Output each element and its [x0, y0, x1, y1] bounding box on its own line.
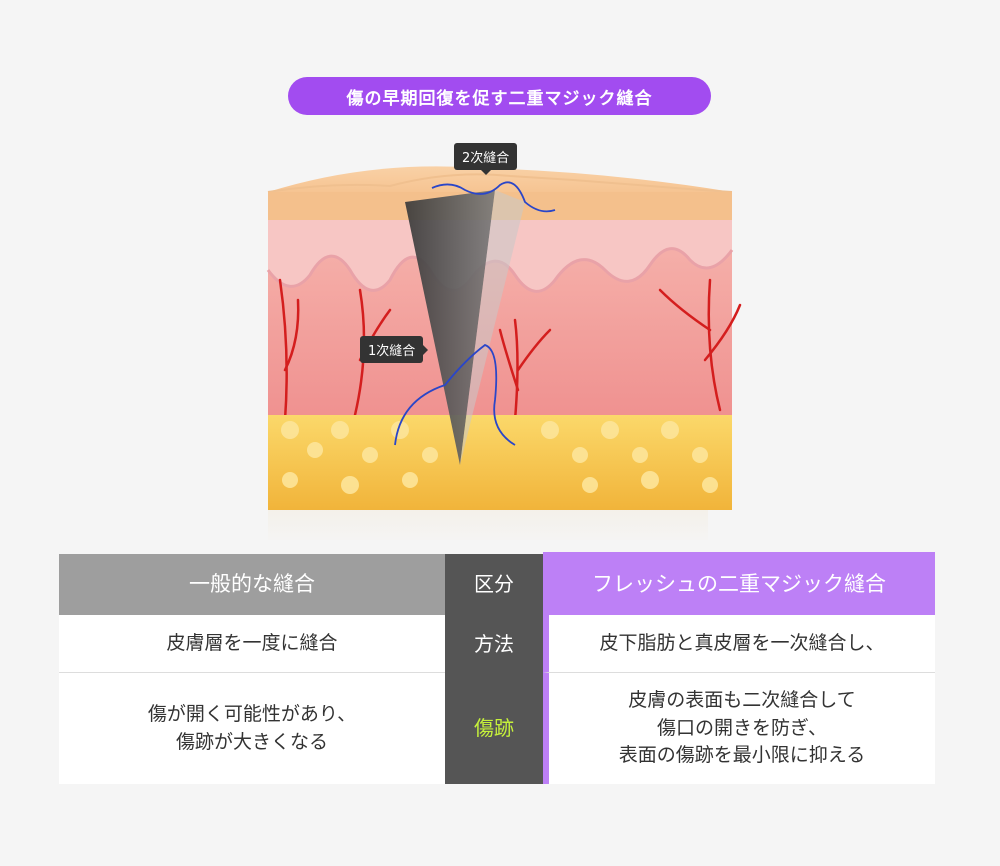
primary-suture-text: 1次縫合	[368, 344, 416, 359]
table-row-scar: 傷が開く可能性があり、 傷跡が大きくなる 傷跡 皮膚の表面も二次縫合して 傷口の…	[59, 673, 935, 784]
primary-suture-label: 1次縫合	[360, 336, 429, 363]
header-general-suture: 一般的な縫合	[59, 554, 445, 615]
scar-magic: 皮膚の表面も二次縫合して 傷口の開きを防ぎ、 表面の傷跡を最小限に抑える	[543, 673, 935, 784]
header-category: 区分	[445, 554, 543, 615]
header-magic-suture: フレッシュの二重マジック縫合	[543, 554, 935, 615]
method-magic: 皮下脂肪と真皮層を一次縫合し、	[543, 615, 935, 673]
scar-general: 傷が開く可能性があり、 傷跡が大きくなる	[59, 673, 445, 784]
title-badge: 傷の早期回復を促す二重マジック縫合	[288, 77, 711, 115]
secondary-suture-label: 2次縫合	[454, 143, 518, 175]
scar-magic-line-2: 傷口の開きを防ぎ、	[656, 716, 828, 739]
scar-general-line-2: 傷跡が大きくなる	[175, 730, 328, 753]
table-row-method: 皮膚層を一度に縫合 方法 皮下脂肪と真皮層を一次縫合し、	[59, 615, 935, 673]
method-label: 方法	[445, 615, 543, 673]
scar-label: 傷跡	[445, 673, 543, 784]
scar-general-line-1: 傷が開く可能性があり、	[147, 702, 357, 725]
method-general: 皮膚層を一度に縫合	[59, 615, 445, 673]
secondary-suture-text: 2次縫合	[462, 151, 510, 166]
table-header-row: 一般的な縫合 区分 フレッシュの二重マジック縫合	[59, 554, 935, 615]
scar-magic-line-1: 皮膚の表面も二次縫合して	[628, 689, 856, 712]
skin-illustration	[266, 166, 742, 545]
title-text: 傷の早期回復を促す二重マジック縫合	[346, 88, 653, 109]
skin-cross-section-diagram: 2次縫合 1次縫合	[250, 130, 750, 550]
comparison-table: 一般的な縫合 区分 フレッシュの二重マジック縫合 皮膚層を一度に縫合 方法 皮下…	[59, 554, 935, 784]
scar-magic-line-3: 表面の傷跡を最小限に抑える	[618, 744, 866, 767]
